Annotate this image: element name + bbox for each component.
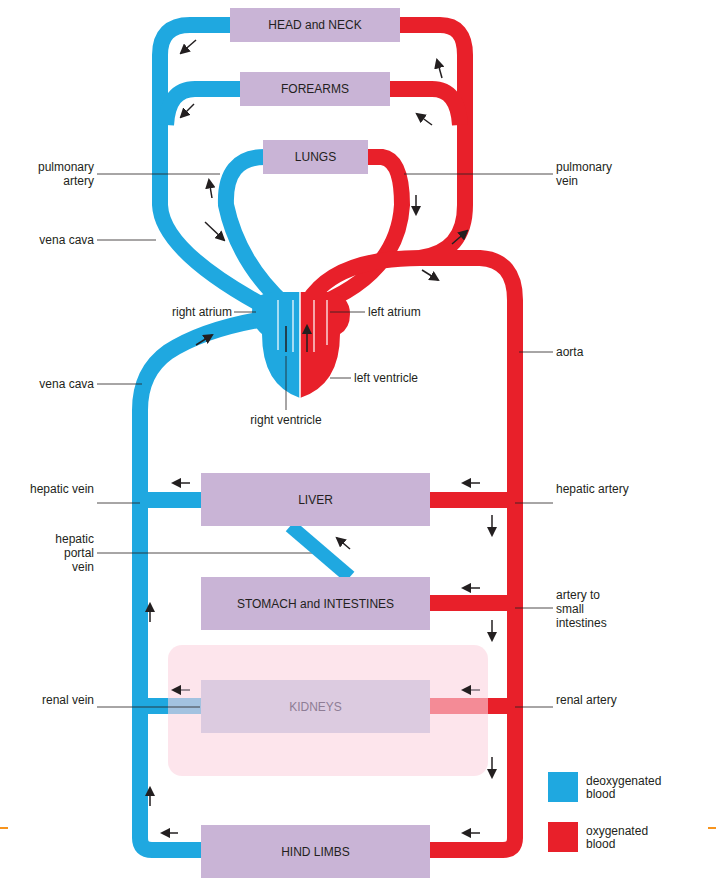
organ-box: HIND LIMBS [201,825,430,878]
leader-line [97,553,316,554]
vessel-label: hepatic vein [10,482,94,496]
vessel-label: hepatic artery [556,482,636,496]
organ-box: HEAD and NECK [230,8,400,42]
leader-line [519,352,553,353]
flow-arrow [417,114,432,125]
leader-line [97,240,156,241]
vessel-label: left atrium [368,305,458,319]
legend-swatch [548,822,578,852]
leader-line [330,378,351,379]
flow-arrow [415,195,417,214]
flow-arrow [422,270,438,280]
legend-swatch [548,772,578,802]
forearm-vein [166,89,242,125]
flow-arrow [491,620,493,640]
kidney-region [168,645,488,776]
flow-arrow [173,689,190,691]
flow-arrow [205,222,224,240]
flow-arrow [452,231,467,244]
organ-name: LIVER [298,493,333,507]
leader-line [286,356,287,410]
hepatic-vein-vessel [140,492,203,508]
organ-box: KIDNEYS [201,680,430,733]
leader-line [97,384,142,385]
flow-arrow [437,60,442,78]
pulmonary-artery-vessel [226,157,285,305]
flow-arrow [491,515,493,535]
flow-arrow [463,832,480,834]
vessel-label: hepatic portal vein [44,532,94,574]
heart-valve-lines [278,300,327,352]
leader-line [234,312,256,313]
vessel-label: vena cava [10,233,94,247]
portal-vein-connector [290,526,350,577]
leader-line [404,174,553,175]
vessel-label: left ventricle [354,371,454,385]
leader-line [97,174,220,175]
organ-name: STOMACH and INTESTINES [237,597,394,611]
flow-arrow [196,335,212,345]
organ-box: STOMACH and INTESTINES [201,577,430,630]
flow-arrow [149,604,151,622]
leader-line [97,707,200,708]
flow-arrow [181,104,194,117]
forearm-artery [388,89,460,125]
vessel-label: right atrium [140,305,232,319]
organ-name: HEAD and NECK [268,18,361,32]
leader-line [515,608,553,609]
organ-name: HIND LIMBS [281,845,350,859]
leader-line [330,312,365,313]
vessel-label: aorta [556,345,636,359]
vessel-label: pulmonary vein [556,160,636,188]
organ-name: KIDNEYS [289,700,342,714]
organ-box: FOREARMS [240,72,390,106]
flow-arrow [173,482,190,484]
hepatic-artery-vessel [428,492,515,508]
organ-name: FOREARMS [281,82,349,96]
flow-arrow [181,40,196,53]
flow-arrow [463,482,480,484]
vessel-label: pulmonary artery [10,160,94,188]
vessel-label: right ventricle [236,413,336,427]
legend-text: deoxygenated blood [586,775,666,801]
organ-box: LIVER [201,473,430,526]
leader-line [97,503,140,504]
organ-box: LUNGS [263,140,368,174]
flow-arrow [463,689,480,691]
vessel-label: renal artery [556,693,626,707]
intestine-artery-vessel [428,595,515,611]
vessel-label: artery to small intestines [556,588,618,630]
leader-line [515,503,553,504]
flow-arrow [337,538,350,549]
leader-line [515,707,553,708]
heart-flow-arrows [286,326,307,352]
flow-arrow [491,757,493,777]
flow-arrow [463,587,480,589]
flow-arrow [149,788,151,806]
flow-arrow [162,832,178,834]
flow-arrow [209,180,212,198]
vessel-label: vena cava [10,377,94,391]
head-artery [398,25,465,258]
heart-septum [299,290,301,398]
vessel-label: renal vein [10,693,94,707]
legend-text: oxygenated blood [586,825,666,851]
organ-name: LUNGS [295,150,336,164]
